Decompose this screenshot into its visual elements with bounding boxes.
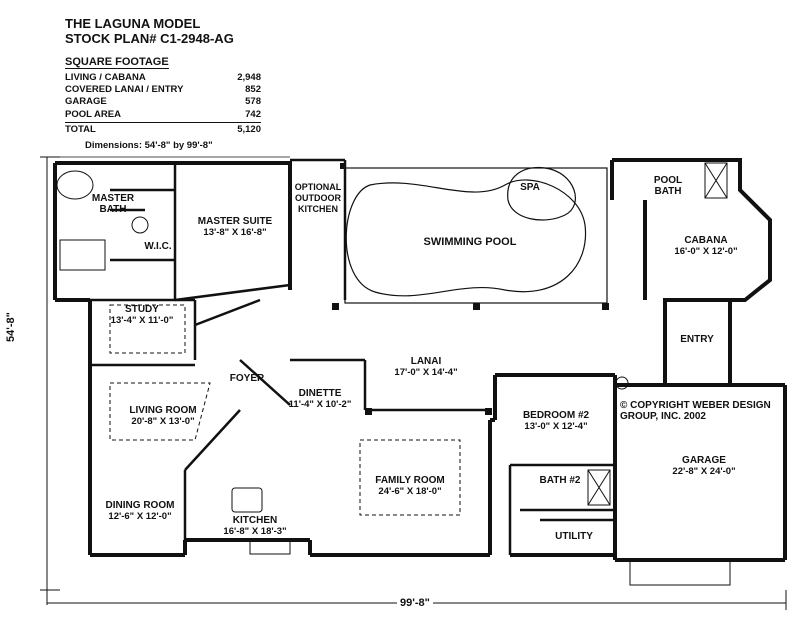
room-dims: 13'-8" X 16'-8" — [203, 227, 267, 238]
room-living-room: LIVING ROOM 20'-8" X 13'-0" — [129, 405, 196, 427]
room-dims: 11'-4" X 10'-2" — [288, 399, 352, 410]
room-name: OPTIONAL OUTDOOR KITCHEN — [294, 182, 342, 214]
room-bedroom-2: BEDROOM #2 13'-0" X 12'-4" — [523, 410, 589, 432]
room-name: MASTER BATH — [91, 193, 135, 215]
room-outdoor-kitchen: OPTIONAL OUTDOOR KITCHEN — [288, 182, 348, 215]
room-master-bath: MASTER BATH — [88, 193, 138, 215]
sqft-total-row: TOTAL 5,120 — [65, 121, 261, 136]
room-name: MASTER SUITE — [197, 216, 273, 227]
stock-plan-number: STOCK PLAN# C1-2948-AG — [65, 31, 234, 46]
room-name: DINETTE — [298, 388, 342, 399]
overall-width-label: 99'-8" — [397, 597, 433, 609]
room-name: BEDROOM #2 — [522, 410, 590, 421]
dimensions-note: Dimensions: 54'-8" by 99'-8" — [85, 140, 213, 151]
room-name: BATH #2 — [539, 475, 581, 486]
room-name: UTILITY — [555, 531, 593, 542]
room-study: STUDY 13'-4" X 11'-0" — [111, 304, 174, 326]
room-dims: 13'-0" X 12'-4" — [524, 421, 588, 432]
sqft-row: LIVING / CABANA 2,948 — [65, 72, 261, 84]
room-name: ENTRY — [680, 334, 714, 345]
sqft-value: 578 — [245, 96, 261, 108]
sqft-label: COVERED LANAI / ENTRY — [65, 84, 184, 96]
sqft-label: GARAGE — [65, 96, 107, 108]
room-garage: GARAGE 22'-8" X 24'-0" — [672, 455, 735, 477]
room-foyer: FOYER — [230, 373, 264, 384]
copyright-notice: © COPYRIGHT WEBER DESIGN GROUP, INC. 200… — [620, 400, 790, 422]
sqft-total-label: TOTAL — [65, 123, 96, 135]
room-cabana: CABANA 16'-0" X 12'-0" — [674, 235, 737, 257]
room-master-suite: MASTER SUITE 13'-8" X 16'-8" — [198, 216, 272, 238]
sqft-row: GARAGE 578 — [65, 96, 261, 108]
room-dinette: DINETTE 11'-4" X 10'-2" — [289, 388, 352, 410]
sqft-label: POOL AREA — [65, 108, 121, 120]
room-name: CABANA — [684, 235, 728, 246]
model-title: THE LAGUNA MODEL — [65, 16, 201, 31]
sqft-value: 742 — [245, 108, 261, 120]
room-wic: W.I.C. — [144, 241, 171, 252]
room-dims: 13'-4" X 11'-0" — [110, 315, 174, 326]
room-name: LIVING ROOM — [129, 405, 197, 416]
sqft-label: LIVING / CABANA — [65, 72, 146, 83]
room-name: POOL BATH — [653, 175, 683, 197]
overall-depth-label: 54'-8" — [5, 309, 17, 345]
room-family-room: FAMILY ROOM 24'-6" X 18'-0" — [375, 475, 444, 497]
copyright-text: COPYRIGHT WEBER DESIGN GROUP, INC. 2002 — [620, 400, 771, 422]
sqft-value: 2,948 — [237, 72, 261, 83]
room-swimming-pool: SWIMMING POOL — [424, 237, 517, 248]
room-utility: UTILITY — [555, 531, 593, 542]
room-name: FOYER — [229, 373, 265, 384]
room-dims: 20'-8" X 13'-0" — [131, 416, 195, 427]
room-name: SPA — [520, 182, 540, 193]
room-name: GARAGE — [682, 455, 726, 466]
room-dims: 12'-6" X 12'-0" — [108, 511, 172, 522]
room-name: STUDY — [125, 304, 159, 315]
room-bath-2: BATH #2 — [540, 475, 581, 486]
room-kitchen: KITCHEN 16'-8" X 18'-3" — [223, 515, 286, 537]
room-spa: SPA — [520, 182, 540, 193]
room-dims: 24'-6" X 18'-0" — [378, 486, 442, 497]
room-name: KITCHEN — [232, 515, 278, 526]
copyright-symbol: © — [620, 400, 628, 411]
room-name: DINING ROOM — [105, 500, 175, 511]
sqft-value: 852 — [245, 84, 261, 96]
room-name: W.I.C. — [144, 241, 172, 252]
room-dining-room: DINING ROOM 12'-6" X 12'-0" — [106, 500, 175, 522]
room-dims: 16'-8" X 18'-3" — [223, 526, 287, 537]
room-name: SWIMMING POOL — [423, 236, 517, 248]
room-dims: 17'-0" X 14'-4" — [394, 367, 458, 378]
square-footage-table: SQUARE FOOTAGE LIVING / CABANA 2,948 COV… — [65, 56, 261, 136]
room-name: FAMILY ROOM — [375, 475, 445, 486]
room-entry: ENTRY — [680, 334, 714, 345]
room-dims: 22'-8" X 24'-0" — [672, 466, 736, 477]
square-footage-title: SQUARE FOOTAGE — [65, 56, 169, 69]
sqft-total-value: 5,120 — [237, 123, 261, 135]
sqft-row: POOL AREA 742 — [65, 109, 261, 121]
sqft-row: COVERED LANAI / ENTRY 852 — [65, 84, 261, 96]
room-dims: 16'-0" X 12'-0" — [674, 246, 738, 257]
room-pool-bath: POOL BATH — [650, 175, 686, 197]
room-lanai: LANAI 17'-0" X 14'-4" — [394, 356, 457, 378]
room-name: LANAI — [410, 356, 442, 367]
